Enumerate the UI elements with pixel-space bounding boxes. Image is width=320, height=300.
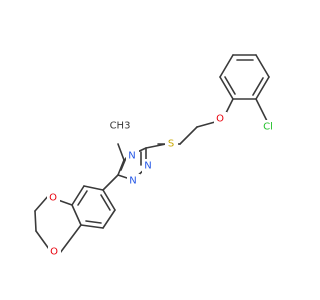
- chlorine-atom: Cl: [258, 120, 279, 133]
- triazole-n-upper-label: N: [144, 161, 151, 172]
- ether-oxygen-atom: O: [214, 112, 227, 126]
- sulfur-atom: S: [165, 137, 178, 151]
- methyl-group: CH3: [106, 119, 134, 133]
- triazole-n-lower-label: N: [129, 176, 136, 187]
- ether-oxygen-label: O: [216, 114, 224, 125]
- ring-oxygen-upper-label: O: [49, 193, 57, 204]
- ring-oxygen-lower-label: O: [50, 247, 58, 258]
- triazole-n-lower: N: [127, 174, 140, 188]
- triazole-n-upper: N: [142, 159, 155, 173]
- atom-labels: Cl O S N CH3 N N O: [47, 112, 279, 259]
- bonds: [34, 54, 270, 254]
- ring-oxygen-lower: O: [48, 245, 61, 259]
- sulfur-label: S: [168, 139, 174, 150]
- n4-atom: N: [126, 149, 139, 163]
- molecule-structure: Cl O S N CH3 N N O: [34, 54, 279, 259]
- ring-oxygen-upper: O: [47, 191, 60, 205]
- chlorine-label: Cl: [263, 122, 273, 133]
- n4-label: N: [128, 151, 135, 162]
- methyl-label: CH3: [110, 121, 131, 132]
